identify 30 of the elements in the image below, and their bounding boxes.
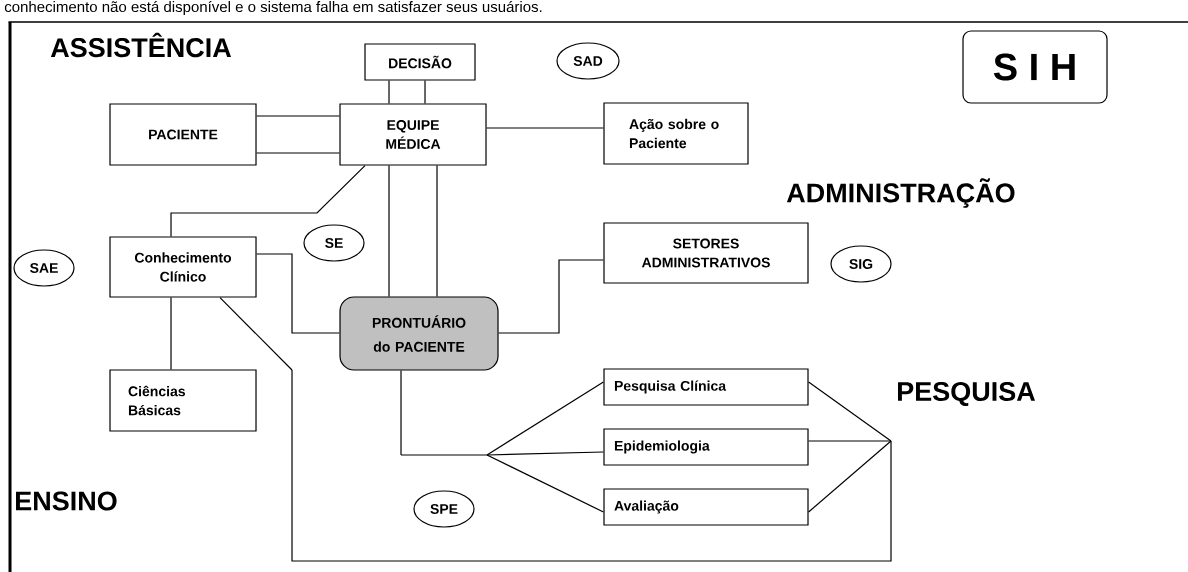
connector-line <box>486 127 604 129</box>
process-box: Conhecimento Clínico <box>109 236 257 298</box>
connector-line <box>256 152 340 154</box>
process-box: PACIENTE <box>109 103 257 166</box>
record-box: PRONTUÁRIO do PACIENTE <box>339 296 499 371</box>
connector-line <box>170 297 172 370</box>
process-box: Pesquisa Clínica <box>603 368 809 406</box>
section-heading: ENSINO <box>16 491 117 511</box>
section-heading: ADMINISTRAÇÃO <box>786 178 1015 208</box>
connector-line <box>170 165 366 237</box>
process-box: SETORES ADMINISTRATIVOS <box>603 222 809 284</box>
connector-line <box>388 165 390 297</box>
process-box: Epidemiologia <box>603 428 809 466</box>
title-box: S I H <box>962 30 1108 104</box>
process-box: DECISÃO <box>364 43 476 81</box>
section-heading: PESQUISA <box>898 381 1036 407</box>
connector-line <box>424 80 426 104</box>
connector-line <box>498 259 604 334</box>
connector-line <box>256 115 340 117</box>
process-box: EQUIPE MÉDICA <box>339 103 487 166</box>
process-box: Avaliação <box>603 488 809 526</box>
connector-line <box>388 80 390 104</box>
process-box: Ciências Básicas <box>109 369 257 432</box>
process-box: Ação sobre o Paciente <box>603 102 749 165</box>
connector-line <box>400 370 604 513</box>
caption-text: conhecimento não está disponível e o sistema falha em satisfazer seus usuários. <box>4 0 542 16</box>
section-heading: ASSISTÊNCIA <box>50 32 232 58</box>
connector-line <box>256 253 340 334</box>
connector-line <box>436 165 438 297</box>
connector-line <box>219 297 892 562</box>
